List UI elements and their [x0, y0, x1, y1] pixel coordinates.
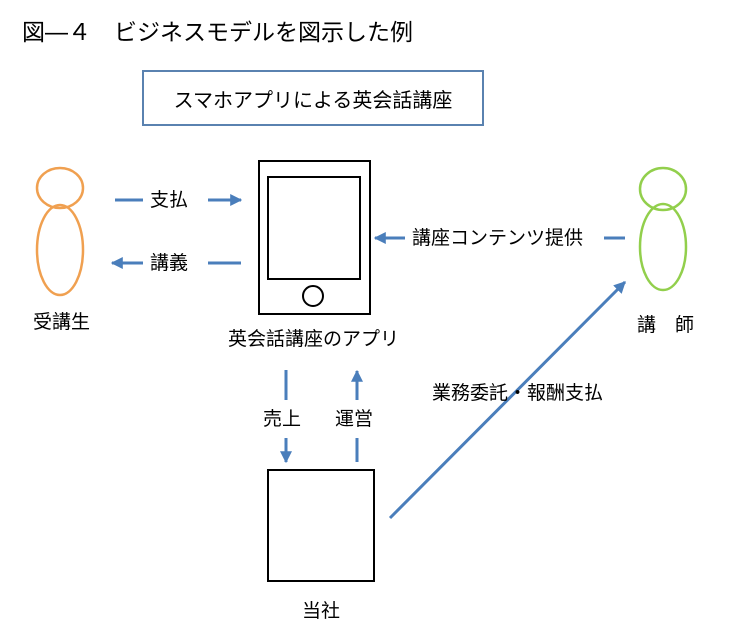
banner-text: スマホアプリによる英会話講座: [173, 87, 453, 112]
edge-label-sales: 売上: [263, 408, 302, 430]
edge-label-lecture: 講義: [150, 252, 189, 274]
edge-label-operation: 運営: [335, 408, 374, 430]
outsourcing-arrow: [388, 280, 627, 520]
node-label-student: 受講生: [33, 311, 91, 333]
banner-box: スマホアプリによる英会話講座: [142, 70, 484, 126]
student-head: [35, 166, 85, 210]
node-label-company: 当社: [302, 600, 341, 622]
node-label-app: 英会話講座のアプリ: [228, 328, 400, 350]
edge-label-outsourcing: 業務委託・報酬支払: [432, 382, 604, 404]
teacher-body: [638, 202, 688, 292]
node-label-teacher: 講 師: [637, 314, 695, 336]
phone-button: [302, 285, 324, 307]
company-box: [267, 469, 375, 582]
student-body: [35, 203, 85, 297]
edge-label-payment: 支払: [150, 189, 189, 211]
phone-screen: [267, 176, 361, 280]
teacher-head: [638, 166, 688, 212]
edge-label-content: 講座コンテンツ提供: [412, 227, 584, 249]
teacher-figure-icon: [638, 166, 688, 292]
smartphone-icon: [258, 160, 371, 315]
figure-title: 図―４ ビジネスモデルを図示した例: [22, 20, 413, 46]
student-figure-icon: [35, 166, 85, 297]
phone-frame: [258, 160, 371, 315]
